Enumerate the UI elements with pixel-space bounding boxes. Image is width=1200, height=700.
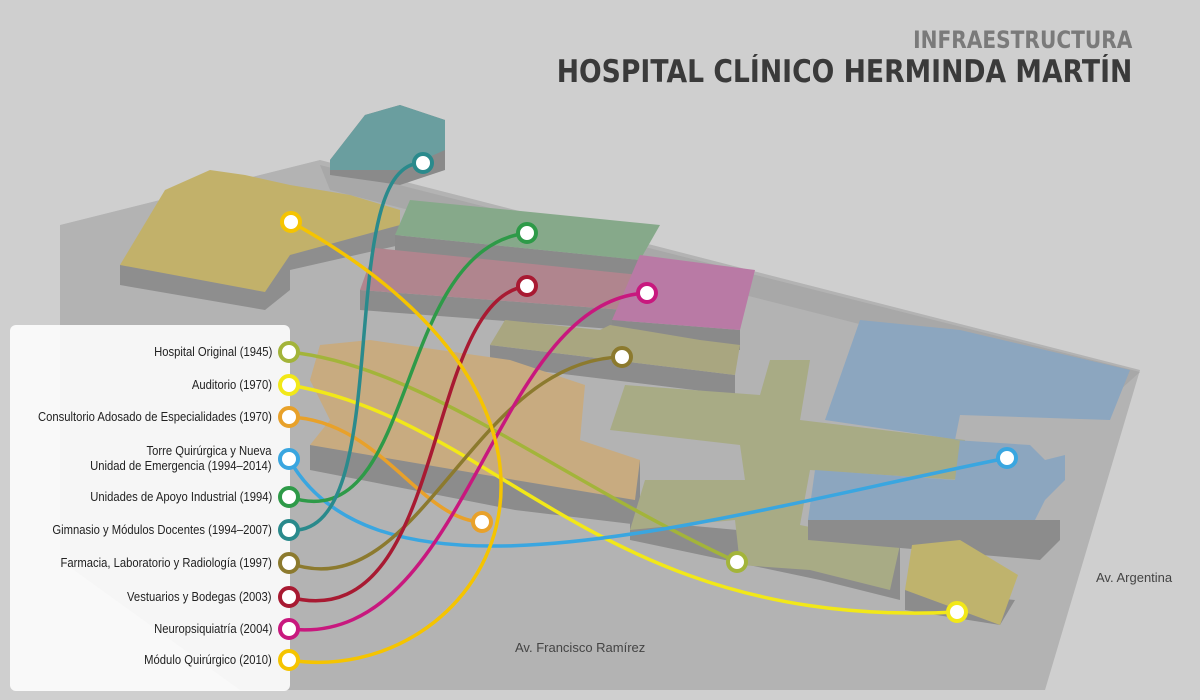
- legend-item-4[interactable]: Torre Quirúrgica y Nueva Unidad de Emerg…: [90, 444, 272, 473]
- legend-item-3[interactable]: Consultorio Adosado de Especialidades (1…: [38, 409, 272, 424]
- legend-item-10[interactable]: Módulo Quirúrgico (2010): [144, 652, 272, 667]
- connector-8: [288, 284, 528, 603]
- building-marker-2[interactable]: [946, 601, 968, 623]
- connector-3: [288, 415, 483, 524]
- building-farmacia: [490, 320, 740, 395]
- legend-item-9[interactable]: Neuropsiquiatría (2004): [153, 621, 272, 636]
- legend-item-2[interactable]: Auditorio (1970): [191, 377, 272, 392]
- street-label-bottom: Av. Francisco Ramírez: [515, 640, 646, 655]
- legend-item-8[interactable]: Vestuarios y Bodegas (2003): [127, 589, 272, 604]
- connector-6: [288, 161, 424, 532]
- page-kicker: INFRAESTRUCTURA: [912, 26, 1132, 54]
- building-torre-quirurgica: [808, 320, 1130, 560]
- building-vestuarios: [360, 248, 640, 330]
- connector-7: [288, 355, 623, 571]
- legend-panel: [10, 325, 290, 691]
- page-title: HOSPITAL CLÍNICO HERMINDA MARTÍN: [556, 54, 1132, 90]
- building-marker-10[interactable]: [280, 211, 302, 233]
- building-marker-7[interactable]: [611, 346, 633, 368]
- building-marker-6[interactable]: [412, 152, 434, 174]
- legend-item-1[interactable]: Hospital Original (1945): [153, 344, 272, 359]
- connector-10: [288, 220, 503, 664]
- connector-9: [288, 291, 648, 632]
- legend-markers: [280, 152, 1018, 623]
- street-label-right: Av. Argentina: [1096, 570, 1173, 585]
- legend-item-5[interactable]: Unidades de Apoyo Industrial (1994): [90, 489, 272, 504]
- building-marker-9[interactable]: [636, 282, 658, 304]
- legend-item-6[interactable]: Gimnasio y Módulos Docentes (1994–2007): [52, 522, 272, 537]
- legend-connectors: [287, 161, 1008, 664]
- connector-1: [288, 350, 738, 564]
- building-marker-8[interactable]: [516, 275, 538, 297]
- building-marker-5[interactable]: [516, 222, 538, 244]
- connector-2: [288, 383, 958, 615]
- connector-4: [287, 456, 1008, 548]
- building-marker-3[interactable]: [471, 511, 493, 533]
- legend-item-7[interactable]: Farmacia, Laboratorio y Radiología (1997…: [60, 555, 272, 570]
- building-gimnasio: [330, 105, 445, 185]
- title-block: INFRAESTRUCTURA HOSPITAL CLÍNICO HERMIND…: [463, 26, 1132, 90]
- building-marker-1[interactable]: [726, 551, 748, 573]
- building-marker-4[interactable]: [996, 447, 1018, 469]
